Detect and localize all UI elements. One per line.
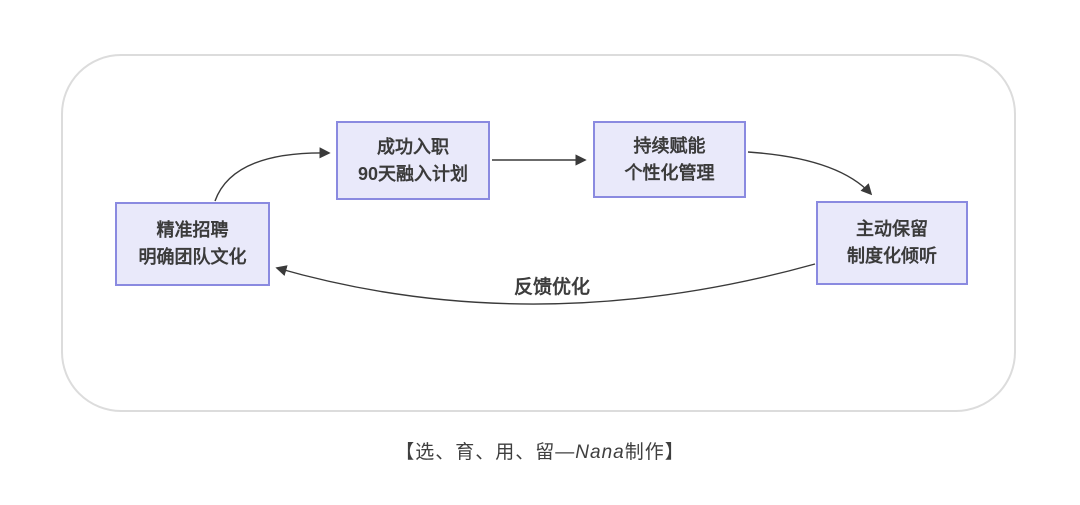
caption-suffix: 制作】 (624, 442, 685, 463)
caption-prefix: 【选、育、用、留— (395, 442, 576, 463)
node-onboard-line1: 成功入职 (377, 136, 449, 157)
caption-author: Nana (575, 442, 625, 463)
node-empower-line1: 持续赋能 (633, 135, 706, 156)
diagram-caption: 【选、育、用、留—Nana制作】 (0, 437, 1080, 464)
node-recruit: 精准招聘 明确团队文化 (115, 202, 270, 286)
node-empower-line2: 个性化管理 (624, 162, 715, 183)
node-recruit-line2: 明确团队文化 (138, 247, 247, 267)
node-empower: 持续赋能 个性化管理 (593, 121, 746, 198)
node-retain-line2: 制度化倾听 (847, 246, 937, 266)
node-onboard: 成功入职 90天融入计划 (336, 121, 490, 200)
node-retain-line1: 主动保留 (856, 219, 928, 239)
feedback-edge-label: 反馈优化 (513, 277, 590, 298)
node-retain: 主动保留 制度化倾听 (816, 201, 968, 285)
node-onboard-line2: 90天融入计划 (357, 163, 469, 184)
node-recruit-line1: 精准招聘 (156, 220, 229, 240)
